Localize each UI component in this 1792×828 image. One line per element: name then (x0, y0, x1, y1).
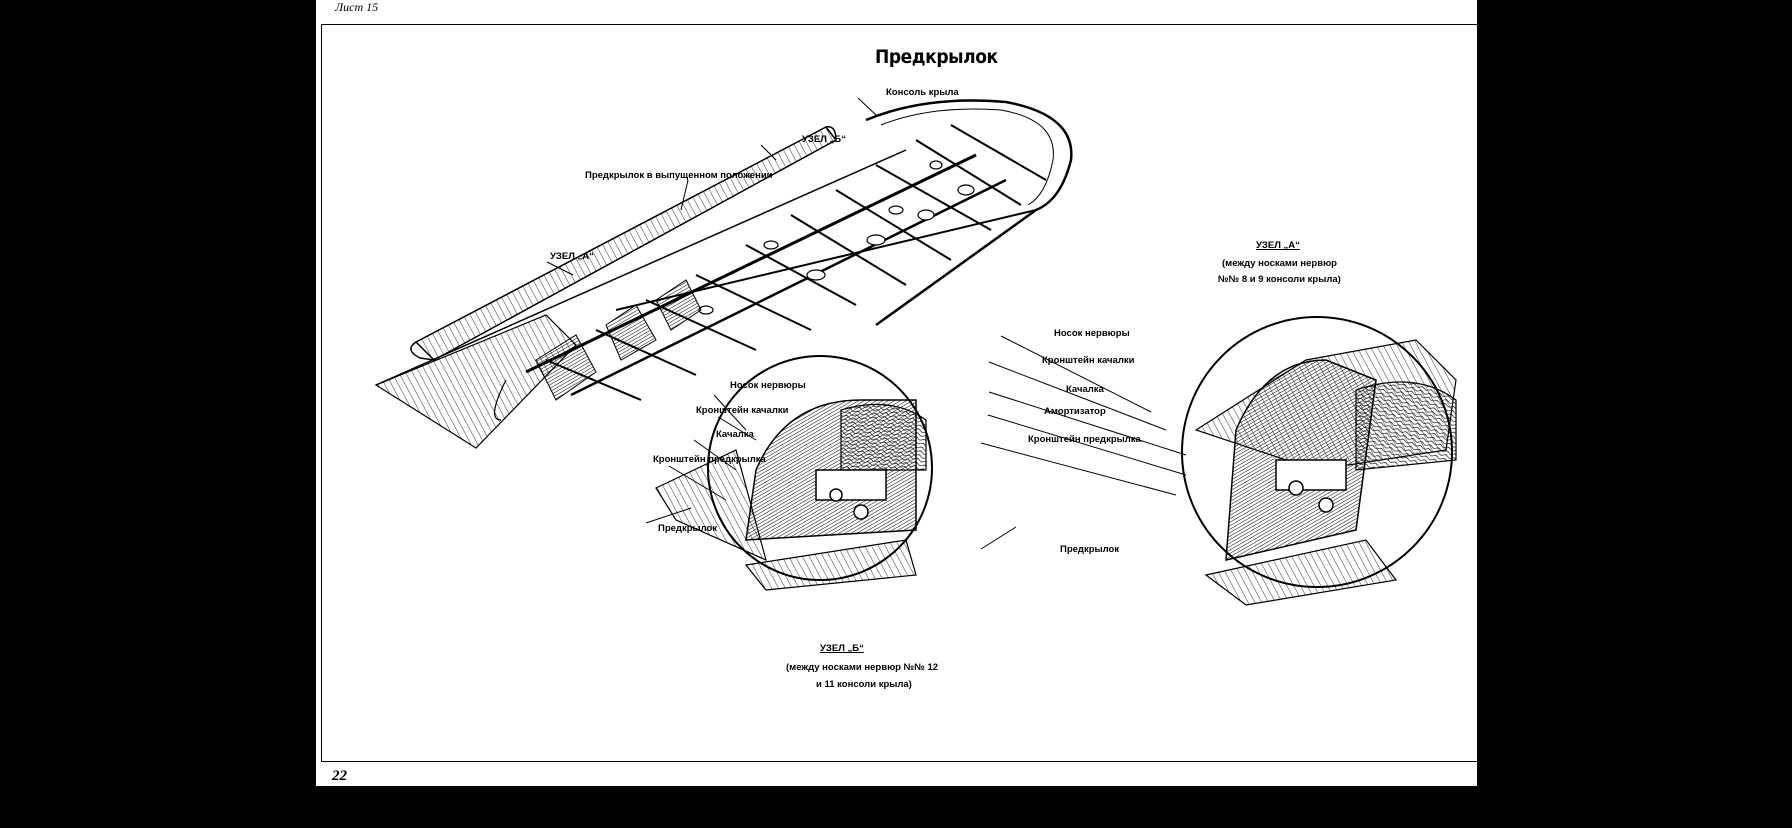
detail-b-caption-title-text: УЗЕЛ „Б“ (820, 643, 864, 654)
detail-a-rib-nose: Носок нервюры (1054, 328, 1130, 339)
page-title: Предкрылок (875, 46, 998, 68)
detail-b-caption-line2: и 11 консоли крыла) (816, 679, 912, 690)
leader-lines (546, 97, 1187, 550)
detail-a-caption-line1: (между носками нервюр (1222, 258, 1337, 269)
detail-a-slat-bracket: Кронштейн предкрылка (1028, 434, 1141, 445)
label-wing-console: Консоль крыла (886, 87, 959, 98)
detail-a-drawing (1181, 316, 1457, 606)
drawing-frame (321, 24, 1477, 762)
detail-b-slat-bracket: Кронштейн предкрылка (653, 454, 766, 465)
label-slat-extended: Предкрылок в выпущенном положении (585, 170, 773, 181)
detail-a-shock-absorber: Амортизатор (1044, 406, 1106, 417)
label-node-b: УЗЕЛ „Б“ (802, 134, 846, 145)
wing-console-drawing (374, 99, 1073, 449)
slat-illustration (374, 97, 1457, 606)
detail-b-rocker: Качалка (716, 429, 754, 440)
detail-a-caption-title: УЗЕЛ „А“ (1256, 240, 1300, 251)
label-node-a: УЗЕЛ „А“ (550, 251, 594, 262)
detail-b-drawing (655, 355, 933, 591)
detail-a-rocker-bracket: Кронштейн качалки (1042, 355, 1135, 366)
detail-b-rocker-bracket: Кронштейн качалки (696, 405, 789, 416)
detail-b-slat: Предкрылок (658, 523, 718, 534)
detail-a-slat: Предкрылок (1060, 544, 1120, 555)
detail-b-rib-nose: Носок нервюры (730, 380, 806, 391)
detail-a-caption-line2: №№ 8 и 9 консоли крыла) (1218, 274, 1341, 285)
detail-a-rocker: Качалка (1066, 384, 1104, 395)
page-number: 22 (332, 768, 347, 784)
detail-b-caption-line1: (между носками нервюр №№ 12 (786, 662, 939, 673)
drawing-sheet: Лист 15 (316, 0, 1477, 786)
sheet-number: Лист 15 (335, 0, 379, 14)
